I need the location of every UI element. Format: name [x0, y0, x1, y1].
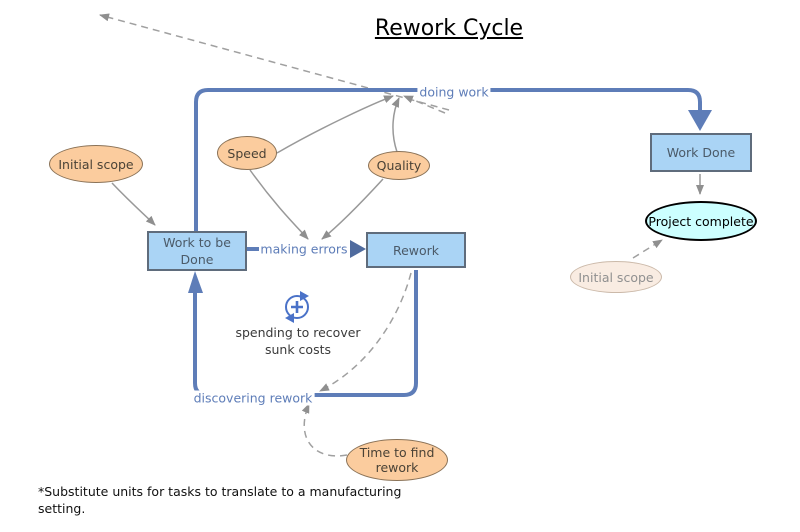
dashed-arrow-into-doing-work — [403, 95, 446, 114]
dashed-initial-scope-to-project-complete — [632, 239, 663, 259]
influence-speed-to-making-errors — [249, 169, 309, 240]
stock-rework: Rework — [366, 232, 466, 268]
variable-initial-scope-right: Initial scope — [570, 261, 662, 293]
annotation-spending-to-recover: spending to recover sunk costs — [235, 325, 361, 357]
variable-initial-scope-left: Initial scope — [49, 145, 143, 183]
circular-arrow-plus-icon — [285, 291, 309, 323]
footnote: *Substitute units for tasks to translate… — [38, 484, 402, 516]
influence-initial-scope-to-work-to-be-done — [111, 182, 156, 226]
influence-quality-to-doing-work — [391, 97, 400, 153]
flow-arrowhead-into-work-to-be-done — [188, 271, 203, 293]
influence-quality-to-making-errors — [321, 178, 384, 240]
variable-time-to-find-rework: Time to find rework — [346, 439, 448, 481]
variable-speed: Speed — [217, 136, 277, 170]
dashed-rework-to-discovering-rework — [319, 272, 412, 392]
stock-work-done: Work Done — [650, 133, 752, 172]
diagram-title: Rework Cycle — [374, 16, 524, 41]
stock-work-to-be-done: Work to be Done — [147, 231, 247, 271]
variable-quality: Quality — [368, 151, 430, 180]
dashed-arrow-to-top-left — [99, 13, 450, 111]
flow-arrowhead-making-errors — [350, 240, 366, 258]
flow-label-making-errors: making errors — [260, 241, 348, 257]
variable-project-complete: Project complete — [645, 201, 757, 241]
dashed-time-to-find-to-discovering-rework — [301, 403, 348, 457]
flow-label-discovering-rework: discovering rework — [191, 390, 315, 406]
flow-label-doing-work: doing work — [417, 84, 491, 100]
influence-speed-to-doing-work — [276, 95, 394, 154]
flow-arrowhead-into-work-done — [688, 110, 712, 131]
